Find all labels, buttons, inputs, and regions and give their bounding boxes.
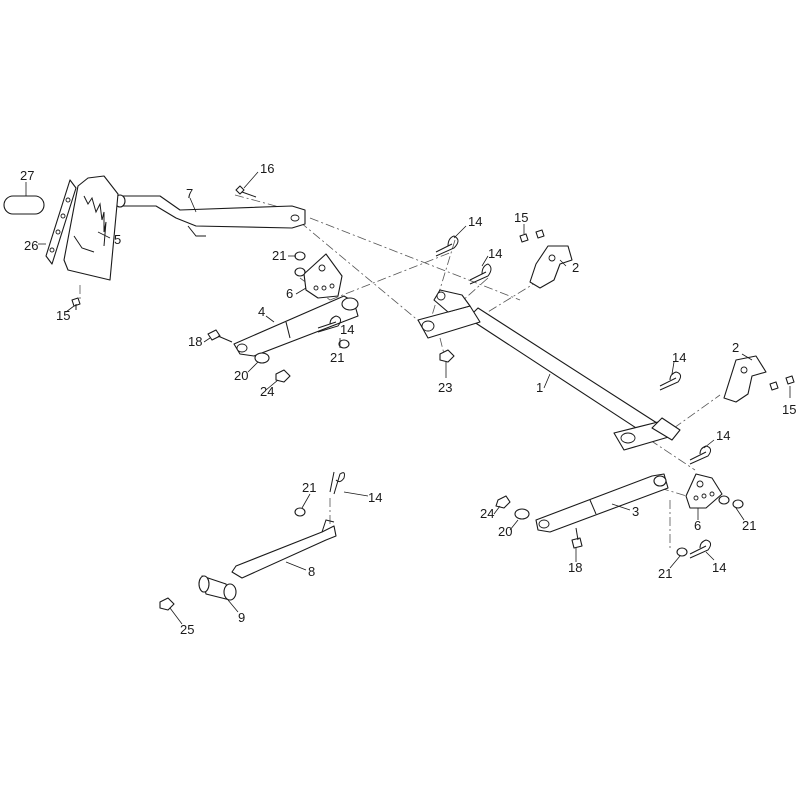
callout-26: 26 <box>24 238 38 253</box>
callout-6: 6 <box>694 518 701 533</box>
callout-21: 21 <box>272 248 286 263</box>
part-5-guide-bracket <box>63 175 119 281</box>
callout-18: 18 <box>568 560 582 575</box>
part-14-hair-pins <box>317 235 712 559</box>
fasteners <box>71 185 795 611</box>
part-26-detent-strip <box>45 179 77 265</box>
callout-14: 14 <box>468 214 482 229</box>
callout-6: 6 <box>286 286 293 301</box>
callout-4: 4 <box>258 304 265 319</box>
callout-20: 20 <box>498 524 512 539</box>
callout-5: 5 <box>114 232 121 247</box>
callout-14: 14 <box>712 560 726 575</box>
callout-1: 1 <box>536 380 543 395</box>
part-7-lift-lever <box>114 194 306 237</box>
part-2-bracket-lower <box>723 355 767 403</box>
callout-23: 23 <box>438 380 452 395</box>
callout-14: 14 <box>488 246 502 261</box>
part-9-collar <box>198 575 237 601</box>
callout-labels: 27 26 5 15 7 16 21 6 4 14 21 18 20 24 14… <box>20 161 796 637</box>
callout-16: 16 <box>260 161 274 176</box>
callout-21: 21 <box>742 518 756 533</box>
part-8-rod <box>231 519 337 579</box>
callout-15: 15 <box>514 210 528 225</box>
callout-21: 21 <box>302 480 316 495</box>
callout-9: 9 <box>238 610 245 625</box>
callout-14: 14 <box>368 490 382 505</box>
callout-14: 14 <box>340 322 354 337</box>
part-1-rockshaft <box>417 289 681 451</box>
part-2-bracket-upper <box>529 245 573 289</box>
part-3-lift-link <box>535 473 669 533</box>
callout-20: 20 <box>234 368 248 383</box>
callout-3: 3 <box>632 504 639 519</box>
callout-21: 21 <box>330 350 344 365</box>
assembly-lines <box>79 194 721 573</box>
callout-25: 25 <box>180 622 194 637</box>
callout-7: 7 <box>186 186 193 201</box>
callout-2: 2 <box>732 340 739 355</box>
part-4-lift-link <box>233 295 359 357</box>
part-6-plate-left <box>303 253 343 299</box>
callout-27: 27 <box>20 168 34 183</box>
part-6-plate-right <box>685 473 723 509</box>
callout-14: 14 <box>672 350 686 365</box>
part-27-grip <box>3 195 45 215</box>
callout-2: 2 <box>572 260 579 275</box>
callout-14: 14 <box>716 428 730 443</box>
callout-21: 21 <box>658 566 672 581</box>
callout-24: 24 <box>260 384 274 399</box>
callout-15: 15 <box>56 308 70 323</box>
callout-15: 15 <box>782 402 796 417</box>
callout-24: 24 <box>480 506 494 521</box>
leader-lines <box>25 171 791 625</box>
callout-8: 8 <box>308 564 315 579</box>
callout-18: 18 <box>188 334 202 349</box>
